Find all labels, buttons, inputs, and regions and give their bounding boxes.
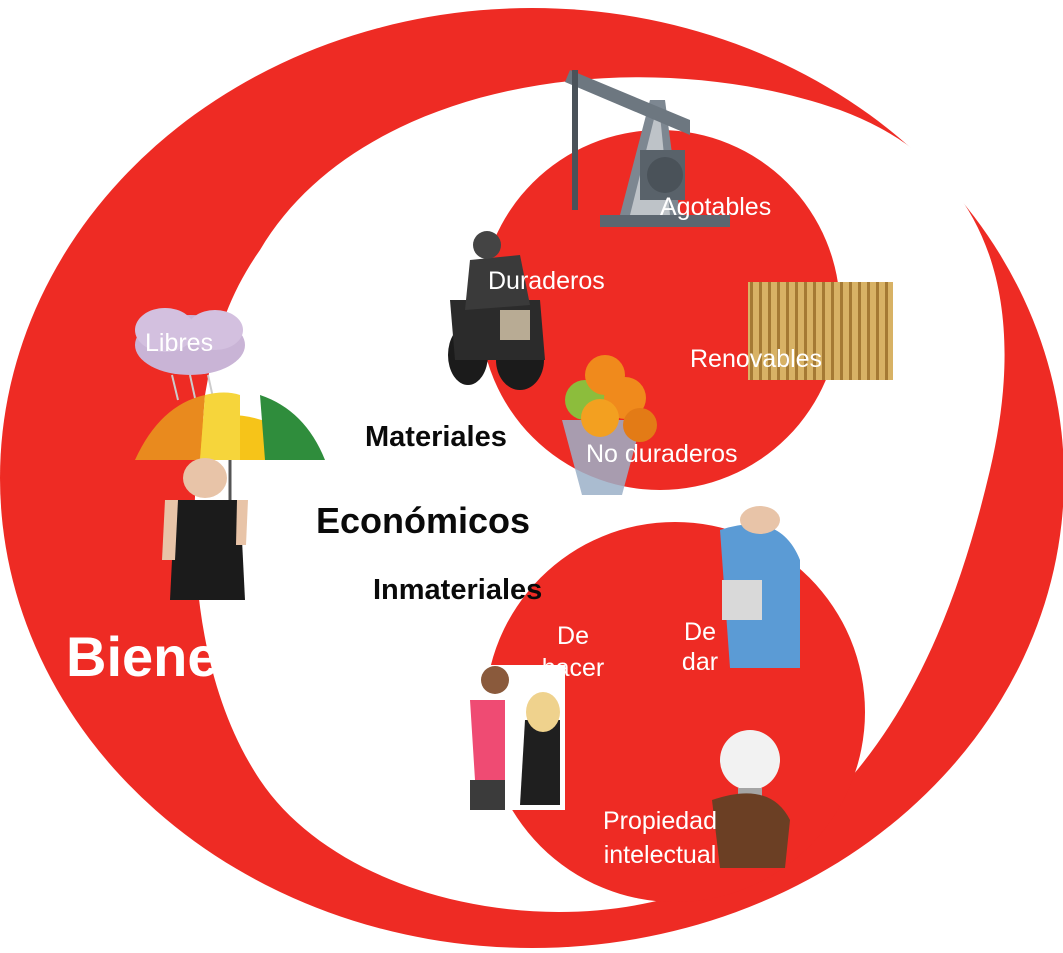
propiedad-line-2: intelectual xyxy=(603,841,717,870)
no-duraderos-label: No duraderos xyxy=(586,440,738,468)
wheat-icon xyxy=(748,282,893,380)
umbrella-woman-icon xyxy=(135,392,325,600)
economicos-label: Económicos xyxy=(316,500,531,541)
propiedad-line-1: Propiedad xyxy=(603,807,717,835)
libres-label: Libres xyxy=(145,329,214,357)
lightbulb-hand-icon xyxy=(712,730,790,868)
inmateriales-label: Inmateriales xyxy=(373,574,543,606)
propiedad-intelectual-label: Propiedad intelectual xyxy=(590,808,730,869)
agotables-label: Agotables xyxy=(660,193,772,221)
hairdresser-icon xyxy=(467,665,565,810)
rain-cloud-icon xyxy=(135,308,245,403)
de-hacer-label: De hacer xyxy=(528,623,618,682)
duraderos-label: Duraderos xyxy=(488,267,605,295)
nurse-icon xyxy=(720,506,800,668)
fruit-bowl-icon xyxy=(562,355,657,495)
motorcycle-rider-icon xyxy=(448,231,545,390)
renovables-label: Renovables xyxy=(690,345,823,373)
oil-pumpjack-icon xyxy=(565,70,730,227)
de-dar-line-1: De xyxy=(684,618,716,646)
de-hacer-line-1: De xyxy=(557,622,589,650)
materiales-label: Materiales xyxy=(365,421,507,453)
de-dar-line-2: dar xyxy=(681,648,719,677)
de-hacer-line-2: hacer xyxy=(541,654,605,683)
bienes-title: Bienes xyxy=(66,625,250,688)
de-dar-label: De dar xyxy=(665,619,735,676)
